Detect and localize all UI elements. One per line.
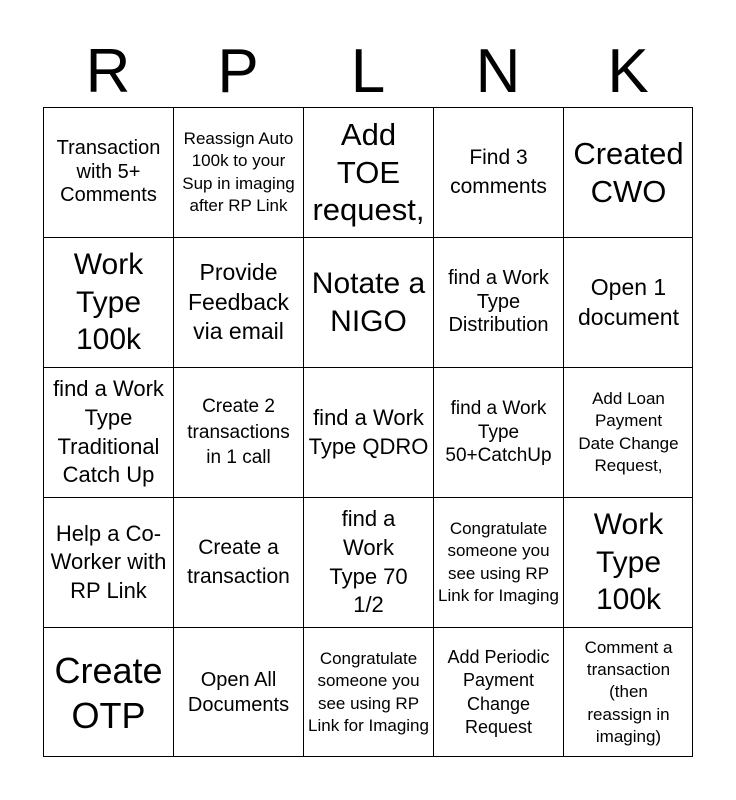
bingo-cell[interactable]: find a Work Type Distribution (433, 237, 563, 367)
header-letter: P (217, 37, 259, 106)
bingo-cell[interactable]: Transaction with 5+ Comments (43, 107, 173, 237)
bingo-cell[interactable]: find a Work Type Traditional Catch Up (43, 367, 173, 497)
bingo-cell[interactable]: find a Work Type 50+CatchUp (433, 367, 563, 497)
bingo-cell[interactable]: Reassign Auto 100k to your Sup in imagin… (173, 107, 303, 237)
header-letter: R (85, 37, 131, 106)
bingo-cell[interactable]: Congratulate someone you see using RP Li… (303, 627, 433, 757)
header-letter: L (350, 37, 386, 106)
bingo-cell[interactable]: Create a transaction (173, 497, 303, 627)
bingo-cell[interactable]: Create 2 transactions in 1 call (173, 367, 303, 497)
bingo-cell[interactable]: Add TOE request, (303, 107, 433, 237)
bingo-cell[interactable]: find a Work Type QDRO (303, 367, 433, 497)
bingo-cell[interactable]: Provide Feedback via email (173, 237, 303, 367)
bingo-cell[interactable]: Congratulate someone you see using RP Li… (433, 497, 563, 627)
bingo-cell[interactable]: Add Periodic Payment Change Request (433, 627, 563, 757)
bingo-grid: Transaction with 5+ Comments Reassign Au… (43, 107, 693, 757)
bingo-cell[interactable]: Find 3 comments (433, 107, 563, 237)
bingo-cell[interactable]: Add Loan Payment Date Change Request, (563, 367, 693, 497)
bingo-cell[interactable]: Notate a NIGO (303, 237, 433, 367)
bingo-cell[interactable]: find a Work Type 70 1/2 (303, 497, 433, 627)
bingo-cell[interactable]: Comment a transaction (then reassign in … (563, 627, 693, 757)
bingo-cell[interactable]: Open All Documents (173, 627, 303, 757)
header-letter: K (607, 37, 649, 106)
bingo-cell[interactable]: Help a Co-Worker with RP Link (43, 497, 173, 627)
bingo-header: R P L N K (43, 36, 693, 108)
bingo-cell[interactable]: Create OTP (43, 627, 173, 757)
bingo-cell[interactable]: Open 1 document (563, 237, 693, 367)
bingo-cell[interactable]: Created CWO (563, 107, 693, 237)
bingo-cell[interactable]: Work Type 100k (563, 497, 693, 627)
bingo-cell[interactable]: Work Type 100k (43, 237, 173, 367)
header-letter: N (475, 37, 521, 106)
